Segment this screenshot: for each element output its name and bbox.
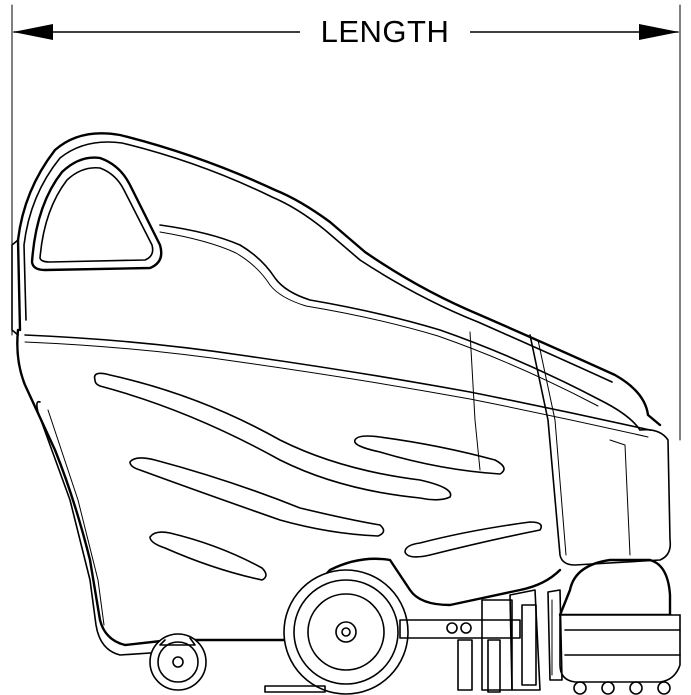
groove-5 (404, 521, 543, 558)
deck-roller-4 (657, 681, 671, 695)
arrowhead-right (639, 24, 679, 40)
groove-4 (149, 531, 267, 581)
wave-grooves (93, 372, 543, 581)
hood (16, 132, 662, 431)
length-dimension-label: LENGTH (300, 12, 470, 52)
arrowhead-left (13, 24, 53, 40)
left-frame (11, 239, 166, 656)
groove-3 (129, 457, 385, 537)
drive-tire (283, 569, 409, 695)
deck-roller-1 (573, 681, 587, 695)
groove-1 (93, 372, 452, 501)
deck-roller-2 (601, 681, 615, 695)
brush-deck (547, 558, 681, 695)
caster-wheel (149, 633, 207, 691)
linkage (264, 589, 541, 693)
drive-wheel (283, 569, 409, 695)
deck-roller-3 (629, 681, 643, 695)
groove-2 (353, 435, 505, 475)
